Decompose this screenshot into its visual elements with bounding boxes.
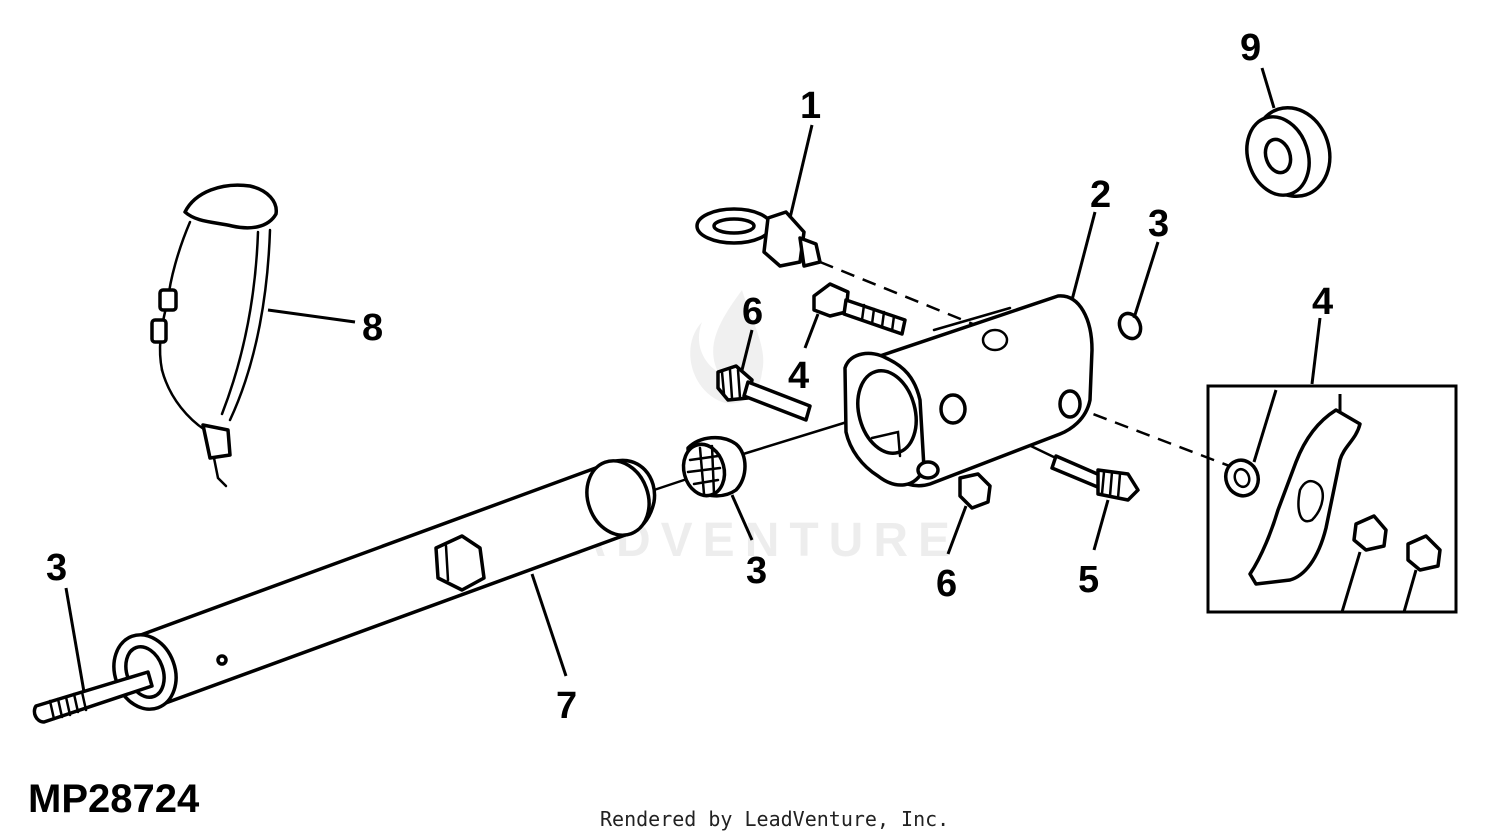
part-2-housing bbox=[843, 294, 1094, 488]
alignment-line-2 bbox=[1071, 404, 1241, 472]
part-7-tube bbox=[112, 458, 657, 711]
callout-labels: 1 2 3 3 3 4 4 5 6 6 7 8 9 bbox=[46, 27, 1333, 727]
callout-2: 2 bbox=[1090, 174, 1111, 216]
leader-lines bbox=[64, 67, 1418, 693]
part-3-threaded-rod bbox=[32, 670, 154, 724]
callout-3-rod: 3 bbox=[46, 547, 67, 589]
part-3-washer-top bbox=[1117, 311, 1143, 341]
callout-1: 1 bbox=[800, 85, 821, 127]
part-6-bolt bbox=[716, 364, 812, 422]
callout-9: 9 bbox=[1240, 27, 1261, 69]
alignment-line-4 bbox=[738, 416, 862, 457]
part-5-set-screw bbox=[1050, 454, 1140, 502]
callout-7: 7 bbox=[556, 685, 577, 727]
figure-id: MP28724 bbox=[28, 777, 200, 821]
callout-4-assembly: 4 bbox=[1312, 281, 1333, 323]
callout-6-bolt: 6 bbox=[742, 291, 763, 333]
alignment-line-1 bbox=[819, 260, 1001, 337]
callout-6-nut: 6 bbox=[936, 563, 957, 605]
part-3-bushing bbox=[681, 435, 747, 498]
callout-3-washer: 3 bbox=[1148, 203, 1169, 245]
part-1-eye-bolt bbox=[695, 207, 822, 268]
part-8-shoulder-strap bbox=[150, 183, 278, 488]
callout-5: 5 bbox=[1078, 559, 1099, 601]
credit-text: Rendered by LeadVenture, Inc. bbox=[600, 807, 949, 831]
part-4-assembly-box bbox=[1206, 384, 1458, 614]
part-6-nut bbox=[958, 472, 992, 510]
part-9-bearing bbox=[1245, 105, 1332, 199]
callout-4-bolt: 4 bbox=[788, 355, 809, 397]
part-4-bolt bbox=[812, 282, 907, 336]
callout-8: 8 bbox=[362, 307, 383, 349]
callout-3-bushing: 3 bbox=[746, 550, 767, 592]
